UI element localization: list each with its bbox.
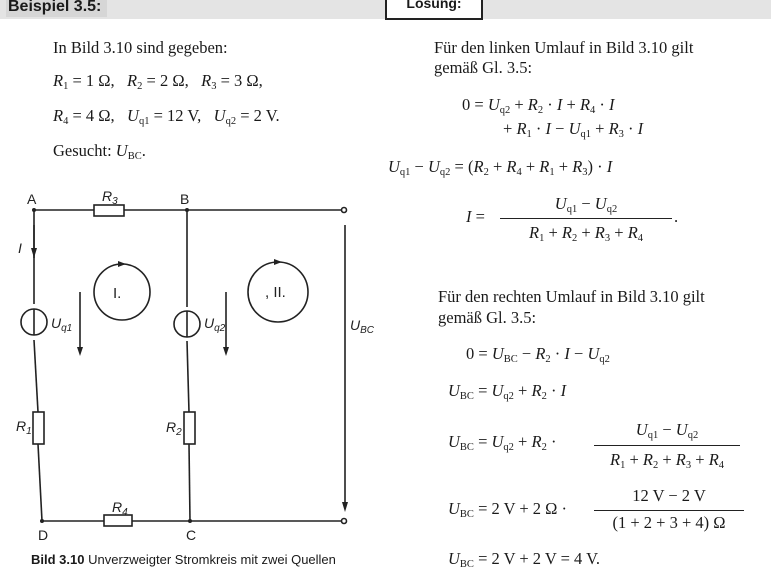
arrowhead-ubc: [342, 502, 348, 512]
equation-7-numerator: 12 V − 2 V: [632, 486, 706, 505]
r1-label: R1: [16, 418, 32, 437]
equation-3-fraction-bar: [500, 218, 672, 220]
equation-3-period: .: [674, 207, 679, 226]
equation-1-line-1: 0 = Uq2 + R2 · I + R4 · I: [462, 95, 615, 116]
equation-5: UBC = Uq2 + R2 · I: [448, 381, 567, 402]
loop-1-direction: [118, 261, 126, 267]
left-loop-intro-1: Für den linken Umlauf in Bild 3.10 gilt: [434, 38, 694, 57]
node-c-dot: [188, 519, 192, 523]
node-d-dot: [40, 519, 44, 523]
resistor-r4: [103, 514, 133, 527]
solution-label: Lösung:: [385, 0, 483, 20]
equation-2: Uq1 − Uq2 = (R2 + R4 + R1 + R3) · I: [388, 157, 613, 178]
wire-middle-lower: [188, 443, 191, 522]
loop-1-label: I.: [113, 285, 121, 302]
equation-6-lhs: UBC = Uq2 + R2 ·: [448, 432, 557, 453]
node-b-dot: [185, 208, 189, 212]
equation-3-denominator: R1 + R2 + R3 + R4: [528, 223, 644, 244]
equation-6-denominator: R1 + R2 + R3 + R4: [609, 450, 725, 471]
wire-middle-middle: [186, 340, 190, 413]
ubc-label: UBC: [350, 317, 375, 336]
node-a-label: A: [27, 191, 37, 207]
loop-2-direction: [274, 259, 282, 265]
arrowhead-uq1: [77, 347, 83, 356]
equation-6-fraction-bar: [594, 445, 740, 447]
loop-circle-1: [93, 263, 151, 321]
figure-caption: Bild 3.10 Unverzweigter Stromkreis mit z…: [31, 552, 336, 567]
wire-left-lower: [37, 443, 43, 522]
wire-left-middle: [33, 339, 39, 413]
figure-caption-label: Bild 3.10: [31, 552, 85, 567]
given-intro: In Bild 3.10 sind gegeben:: [53, 38, 228, 57]
arrowhead-current: [31, 248, 37, 258]
node-d-label: D: [38, 527, 48, 543]
arrowhead-uq2: [223, 347, 229, 356]
figure-caption-text: Unverzweigter Stromkreis mit zwei Quelle…: [88, 552, 336, 567]
resistor-r1: [32, 411, 45, 445]
given-line-1: R1 = 1 Ω, R2 = 2 Ω, R3 = 3 Ω,: [53, 71, 263, 92]
uq2-label: Uq2: [204, 315, 226, 334]
equation-6-numerator: Uq1 − Uq2: [635, 420, 699, 441]
equation-1-line-2: + R1 · I − Uq1 + R3 · I: [503, 119, 644, 140]
terminal-top: [340, 206, 348, 214]
loop-2-label: , II.: [265, 284, 286, 301]
current-label: I: [18, 240, 22, 256]
r2-label: R2: [166, 419, 182, 438]
equation-8: UBC = 2 V + 2 V = 4 V.: [448, 549, 600, 570]
given-sought: Gesucht: UBC.: [53, 141, 146, 162]
node-b-label: B: [180, 191, 189, 207]
left-loop-intro-2: gemäß Gl. 3.5:: [434, 58, 533, 77]
equation-3-numerator: Uq1 − Uq2: [554, 194, 618, 215]
equation-7-denominator: (1 + 2 + 3 + 4) Ω: [612, 513, 726, 532]
equation-7-fraction-bar: [594, 510, 744, 512]
resistor-r3: [93, 204, 125, 217]
example-label: Beispiel 3.5:: [6, 0, 108, 17]
uq1-label: Uq1: [51, 315, 72, 334]
node-a-dot: [32, 208, 36, 212]
given-line-2: R4 = 4 Ω, Uq1 = 12 V, Uq2 = 2 V.: [53, 106, 280, 127]
terminal-bottom: [340, 517, 348, 525]
resistor-r2: [183, 411, 196, 445]
equation-7-lhs: UBC = 2 V + 2 Ω ·: [448, 499, 567, 520]
equation-4: 0 = UBC − R2 · I − Uq2: [466, 344, 610, 365]
equation-3-lhs: I =: [466, 207, 485, 226]
r3-label: R3: [102, 188, 118, 207]
right-loop-intro-2: gemäß Gl. 3.5:: [438, 308, 537, 327]
node-c-label: C: [186, 527, 196, 543]
right-loop-intro-1: Für den rechten Umlauf in Bild 3.10 gilt: [438, 287, 705, 306]
